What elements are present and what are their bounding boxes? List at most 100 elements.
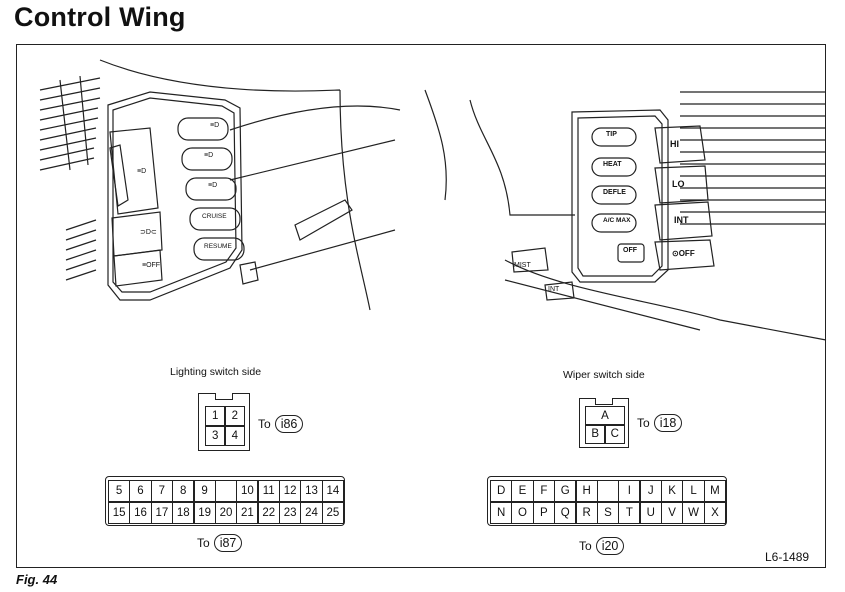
pin: 17 bbox=[151, 502, 172, 523]
stalk-int-label: INT bbox=[548, 286, 560, 293]
left-switch-5-label: RESUME bbox=[204, 243, 232, 250]
pin: 2 bbox=[225, 407, 244, 426]
to-label: To bbox=[637, 416, 650, 430]
page-title: Control Wing bbox=[14, 2, 186, 32]
right-tab-3-label: INT bbox=[674, 215, 689, 225]
left-rocker-2-label: ⊃D⊂ bbox=[140, 229, 157, 236]
wiper-large-pins: D E F G H I J K L M N O P Q R S T U V W … bbox=[490, 480, 726, 524]
pin: F bbox=[533, 481, 554, 502]
figure-frame bbox=[16, 44, 826, 568]
pin: 4 bbox=[225, 426, 244, 445]
pin: 22 bbox=[258, 502, 279, 523]
pin: D bbox=[491, 481, 512, 502]
right-tab-1-label: HI bbox=[670, 139, 679, 149]
left-rocker-3-label: ≡OFF bbox=[142, 262, 161, 269]
right-switch-1-label: TIP bbox=[606, 131, 617, 138]
lighting-stalk bbox=[294, 199, 353, 241]
pin: 9 bbox=[194, 481, 215, 502]
pin: N bbox=[491, 502, 512, 523]
pin: 12 bbox=[280, 481, 301, 502]
vent-louvers bbox=[39, 75, 101, 281]
pin: 10 bbox=[237, 481, 258, 502]
pin: 14 bbox=[322, 481, 343, 502]
wiper-large-to: To i20 bbox=[579, 537, 625, 555]
pin: X bbox=[704, 502, 725, 523]
pin: J bbox=[640, 481, 661, 502]
connector-ref-i18: i18 bbox=[653, 414, 683, 432]
left-switch-1-label: ≡D bbox=[210, 122, 220, 129]
key-slot bbox=[215, 481, 237, 502]
pin: E bbox=[512, 481, 533, 502]
pin: 11 bbox=[258, 481, 279, 502]
pin: V bbox=[662, 502, 683, 523]
pin: L bbox=[683, 481, 704, 502]
pin: 13 bbox=[301, 481, 322, 502]
lighting-large-connector bbox=[105, 476, 345, 526]
pin: B bbox=[586, 425, 605, 443]
lighting-caption: Lighting switch side bbox=[170, 366, 262, 378]
pin: G bbox=[555, 481, 576, 502]
pin: T bbox=[619, 502, 640, 523]
pin: P bbox=[533, 502, 554, 523]
pin: H bbox=[576, 481, 597, 502]
right-switch-4-label: A/C MAX bbox=[603, 217, 631, 224]
pin: 21 bbox=[237, 502, 258, 523]
window-louvers bbox=[680, 91, 826, 225]
lighting-large-pins: 5 6 7 8 9 10 11 12 13 14 15 16 17 18 19 … bbox=[108, 480, 344, 524]
right-tab-2-label: LO bbox=[672, 179, 685, 189]
pin: S bbox=[597, 502, 619, 523]
dash-contour-right bbox=[424, 89, 827, 341]
pin: 20 bbox=[215, 502, 237, 523]
pin: O bbox=[512, 502, 533, 523]
wiper-large-connector bbox=[487, 476, 727, 526]
pin: 25 bbox=[322, 502, 343, 523]
pin: 6 bbox=[130, 481, 151, 502]
pin: K bbox=[662, 481, 683, 502]
right-tab-4-label: ⊙OFF bbox=[672, 249, 695, 258]
pin: 8 bbox=[173, 481, 194, 502]
pin: W bbox=[683, 502, 704, 523]
pin: A bbox=[586, 407, 624, 425]
wiper-small-connector bbox=[579, 398, 629, 448]
right-switch-3-label: DEFLE bbox=[603, 189, 626, 196]
dash-contour-left bbox=[99, 59, 401, 311]
pin: 24 bbox=[301, 502, 322, 523]
pin: U bbox=[640, 502, 661, 523]
left-switch-2-label: ≡D bbox=[204, 152, 214, 159]
pin: 19 bbox=[194, 502, 215, 523]
to-label: To bbox=[258, 417, 271, 431]
figure-label: Fig. 44 bbox=[16, 572, 58, 587]
wiper-stalk bbox=[511, 247, 549, 273]
pin: 16 bbox=[130, 502, 151, 523]
to-label: To bbox=[579, 539, 592, 553]
pin: 23 bbox=[280, 502, 301, 523]
left-switch-3-label: ≡D bbox=[208, 182, 218, 189]
wiper-caption: Wiper switch side bbox=[563, 369, 645, 381]
right-switch-5-label: OFF bbox=[623, 247, 637, 254]
pin: 15 bbox=[109, 502, 130, 523]
pin: R bbox=[576, 502, 597, 523]
lighting-small-pins: 1 2 3 4 bbox=[205, 406, 245, 446]
left-switch-4-label: CRUISE bbox=[202, 213, 227, 220]
lighting-small-to: To i86 bbox=[258, 415, 304, 433]
pin: 7 bbox=[151, 481, 172, 502]
connector-ref-i86: i86 bbox=[274, 415, 304, 433]
right-switch-2-label: HEAT bbox=[603, 161, 622, 168]
wiper-switch-housing bbox=[571, 109, 669, 283]
pin: 3 bbox=[206, 426, 225, 445]
key-slot bbox=[597, 481, 619, 502]
lighting-large-to: To i87 bbox=[197, 534, 243, 552]
pin: 18 bbox=[173, 502, 194, 523]
left-rocker-1-label: ≡D bbox=[137, 168, 147, 175]
lighting-small-connector bbox=[198, 393, 250, 451]
drawing-code: L6-1489 bbox=[765, 550, 810, 564]
pin: 5 bbox=[109, 481, 130, 502]
pin: I bbox=[619, 481, 640, 502]
pin: Q bbox=[555, 502, 576, 523]
pin: C bbox=[605, 425, 624, 443]
connector-ref-i20: i20 bbox=[595, 537, 625, 555]
pin: 1 bbox=[206, 407, 225, 426]
pin: M bbox=[704, 481, 725, 502]
to-label: To bbox=[197, 536, 210, 550]
